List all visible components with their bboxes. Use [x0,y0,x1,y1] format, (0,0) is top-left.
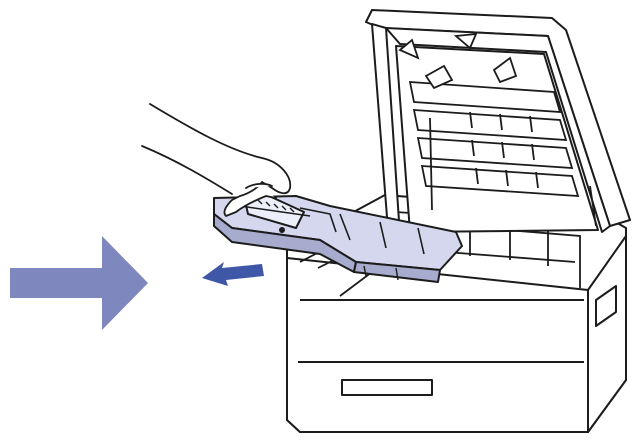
hand [141,103,292,217]
arrow-right-icon [10,236,148,330]
arrow-left-icon [202,262,264,286]
printer-led-heads [398,32,597,227]
